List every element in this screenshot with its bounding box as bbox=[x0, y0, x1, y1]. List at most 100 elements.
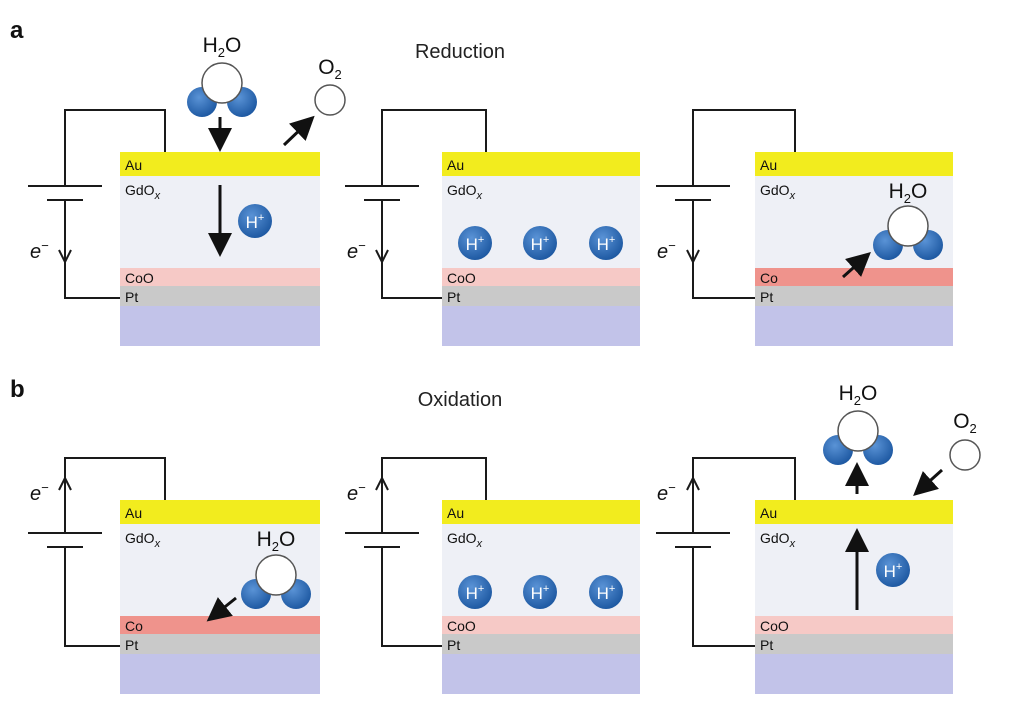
water-molecule bbox=[241, 554, 311, 609]
coo-label: CoO bbox=[760, 618, 789, 634]
proton-label: H+ bbox=[597, 583, 616, 603]
circuit-wire bbox=[381, 457, 487, 533]
au-layer bbox=[120, 152, 320, 176]
pt-label: Pt bbox=[125, 289, 138, 305]
proton-label: H+ bbox=[531, 583, 550, 603]
proton-ion bbox=[589, 226, 623, 260]
pt-layer bbox=[755, 286, 953, 306]
panel-a-label: a bbox=[10, 17, 24, 44]
au-label: Au bbox=[447, 505, 464, 521]
cell-a3: e− Au GdOx Co Pt H2O bbox=[656, 109, 953, 346]
water-label: H2O bbox=[203, 34, 242, 60]
proton-ion bbox=[458, 226, 492, 260]
water-molecule bbox=[187, 62, 257, 117]
electron-label: e− bbox=[347, 480, 366, 505]
gdox-label: GdOx bbox=[447, 182, 483, 202]
water-label: H2O bbox=[889, 180, 928, 206]
o2-molecule bbox=[949, 439, 981, 471]
au-label: Au bbox=[760, 505, 777, 521]
au-label: Au bbox=[760, 157, 777, 173]
panel-a-title: Reduction bbox=[415, 41, 505, 63]
au-label: Au bbox=[125, 505, 142, 521]
electron-flow-down-arrow bbox=[686, 249, 700, 265]
cell-b1: e− Au GdOx Co Pt H2O bbox=[28, 457, 320, 694]
coo-layer bbox=[120, 268, 320, 286]
proton-label: H+ bbox=[466, 234, 485, 254]
cell-b2: e− Au GdOx CoO Pt H+ H+ H+ bbox=[345, 457, 640, 694]
au-layer bbox=[442, 500, 640, 524]
electron-flow-up-arrow bbox=[375, 475, 389, 491]
electron-label: e− bbox=[30, 238, 49, 263]
o2-molecule bbox=[314, 84, 346, 116]
electron-flow-up-arrow bbox=[686, 475, 700, 491]
electron-flow-up-arrow bbox=[58, 475, 72, 491]
substrate-layer bbox=[755, 306, 953, 346]
circuit-wire bbox=[692, 457, 796, 533]
water-dissociate-arrow bbox=[206, 596, 237, 622]
pt-layer bbox=[755, 634, 953, 654]
panel-b-title: Oxidation bbox=[418, 389, 503, 411]
co-label: Co bbox=[760, 270, 778, 286]
pt-layer bbox=[120, 286, 320, 306]
cell-a1: e− Au GdOx CoO Pt H2O O2 H+ bbox=[28, 34, 346, 346]
coo-label: CoO bbox=[447, 270, 476, 286]
o2-in-arrow bbox=[913, 468, 944, 497]
electron-label: e− bbox=[657, 238, 676, 263]
water-form-arrow bbox=[841, 251, 871, 279]
water-molecule bbox=[823, 410, 893, 465]
co-layer bbox=[755, 268, 953, 286]
coo-layer bbox=[442, 268, 640, 286]
au-label: Au bbox=[447, 157, 464, 173]
gdox-label: GdOx bbox=[125, 182, 161, 202]
panel-b-label: b bbox=[10, 376, 25, 403]
substrate-layer bbox=[120, 306, 320, 346]
circuit-wire bbox=[692, 200, 755, 299]
proton-label: H+ bbox=[531, 234, 550, 254]
coo-layer bbox=[755, 616, 953, 634]
water-label: H2O bbox=[257, 528, 296, 554]
electron-flow-down-arrow bbox=[58, 249, 72, 265]
water-label: H2O bbox=[839, 382, 878, 408]
substrate-layer bbox=[755, 654, 953, 694]
pt-label: Pt bbox=[125, 637, 138, 653]
gdox-label: GdOx bbox=[125, 530, 161, 550]
au-layer bbox=[755, 152, 953, 176]
proton-ion bbox=[523, 575, 557, 609]
proton-ion bbox=[876, 553, 910, 587]
circuit-wire bbox=[64, 547, 120, 647]
proton-label: H+ bbox=[246, 212, 265, 232]
pt-layer bbox=[120, 634, 320, 654]
water-molecule bbox=[873, 205, 943, 260]
circuit-wire bbox=[692, 109, 796, 186]
au-label: Au bbox=[125, 157, 142, 173]
gdox-label: GdOx bbox=[760, 530, 796, 550]
coo-layer bbox=[442, 616, 640, 634]
gdox-label: GdOx bbox=[447, 530, 483, 550]
cell-a2: e− Au GdOx CoO Pt H+ H+ H+ bbox=[345, 109, 640, 346]
substrate-layer bbox=[442, 654, 640, 694]
co-layer bbox=[120, 616, 320, 634]
proton-label: H+ bbox=[884, 561, 903, 581]
proton-ion bbox=[589, 575, 623, 609]
pt-label: Pt bbox=[760, 289, 773, 305]
pt-label: Pt bbox=[447, 637, 460, 653]
circuit-wire bbox=[64, 109, 166, 186]
proton-ion bbox=[458, 575, 492, 609]
proton-ion bbox=[523, 226, 557, 260]
o2-out-arrow bbox=[282, 115, 315, 147]
electron-label: e− bbox=[30, 480, 49, 505]
coo-label: CoO bbox=[125, 270, 154, 286]
proton-label: H+ bbox=[466, 583, 485, 603]
co-label: Co bbox=[125, 618, 143, 634]
electron-label: e− bbox=[347, 238, 366, 263]
pt-layer bbox=[442, 634, 640, 654]
au-layer bbox=[755, 500, 953, 524]
proton-ion bbox=[238, 204, 272, 238]
substrate-layer bbox=[442, 306, 640, 346]
o2-label: O2 bbox=[318, 56, 342, 82]
circuit-wire bbox=[64, 457, 166, 533]
proton-label: H+ bbox=[597, 234, 616, 254]
pt-label: Pt bbox=[447, 289, 460, 305]
substrate-layer bbox=[120, 654, 320, 694]
